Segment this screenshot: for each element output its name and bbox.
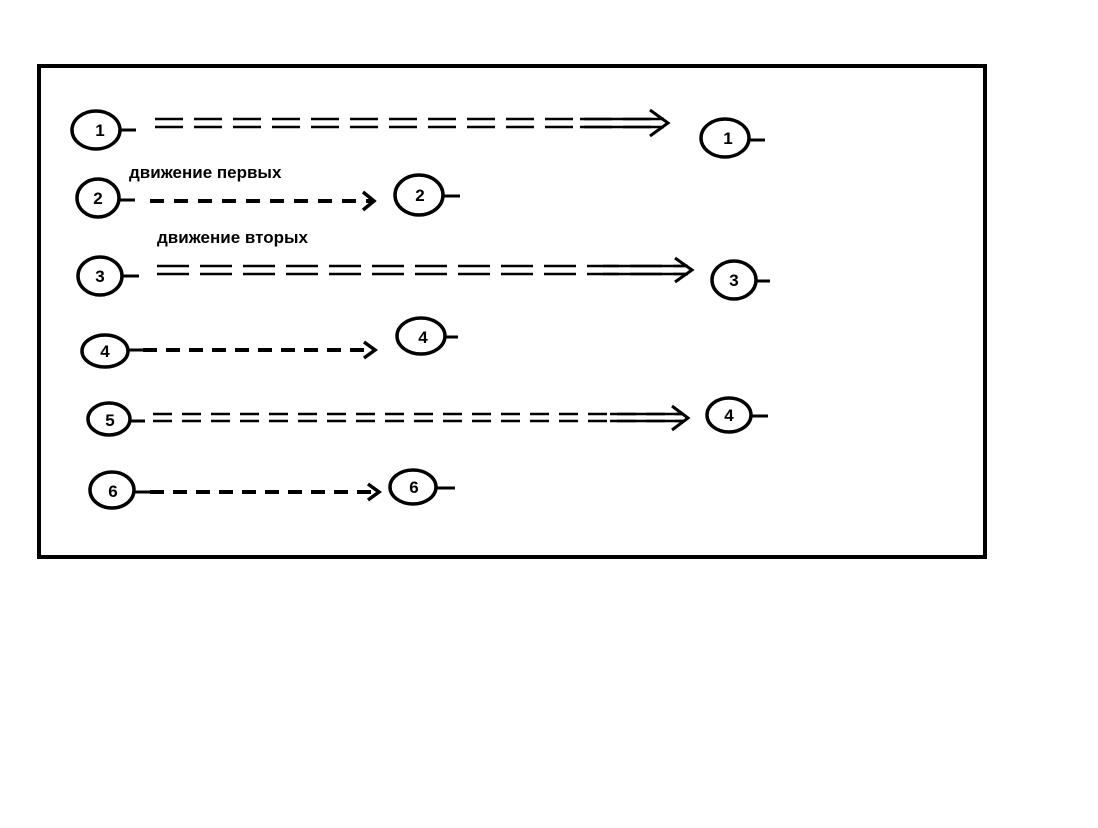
start-node-1: 1 [70,109,136,151]
start-node-label: 5 [105,411,114,430]
end-node-label: 4 [418,328,428,347]
end-node-label: 1 [723,129,732,148]
dashed-arrow [150,482,382,502]
start-node-label: 6 [108,482,117,501]
start-node-label: 4 [100,342,110,361]
end-node-1: 1 [699,117,765,159]
row-1: 1 1 [70,108,765,159]
end-node-label: 4 [724,406,734,425]
start-node-5: 5 [86,401,145,437]
caption-first-movement: движение первых [129,163,282,182]
double-dashed-arrow [155,108,671,138]
start-node-4: 4 [80,333,143,369]
start-node-label: 2 [93,189,102,208]
double-dashed-arrow [157,256,695,284]
end-node-label: 2 [415,186,424,205]
dashed-arrow [150,190,377,212]
end-node-4: 4 [395,316,458,356]
row-3: 3 3 [76,255,770,301]
end-node-2: 2 [393,173,460,217]
dashed-arrow [143,340,378,360]
row-2: 2 2 [75,173,460,219]
start-node-label: 3 [95,267,104,286]
end-node-5: 4 [705,396,768,434]
row-4: 4 4 [80,316,458,369]
start-node-2: 2 [75,177,135,219]
end-node-label: 6 [409,478,418,497]
caption-second-movement: движение вторых [157,228,308,247]
diagram-frame [37,64,987,559]
end-node-label: 3 [729,271,738,290]
start-node-label: 1 [95,121,104,140]
start-node-3: 3 [76,255,139,297]
row-6: 6 6 [88,468,455,510]
end-node-3: 3 [710,259,770,301]
end-node-6: 6 [388,468,455,506]
row-5: 5 4 [86,396,768,437]
start-node-6: 6 [88,470,150,510]
double-dashed-arrow [153,404,691,432]
